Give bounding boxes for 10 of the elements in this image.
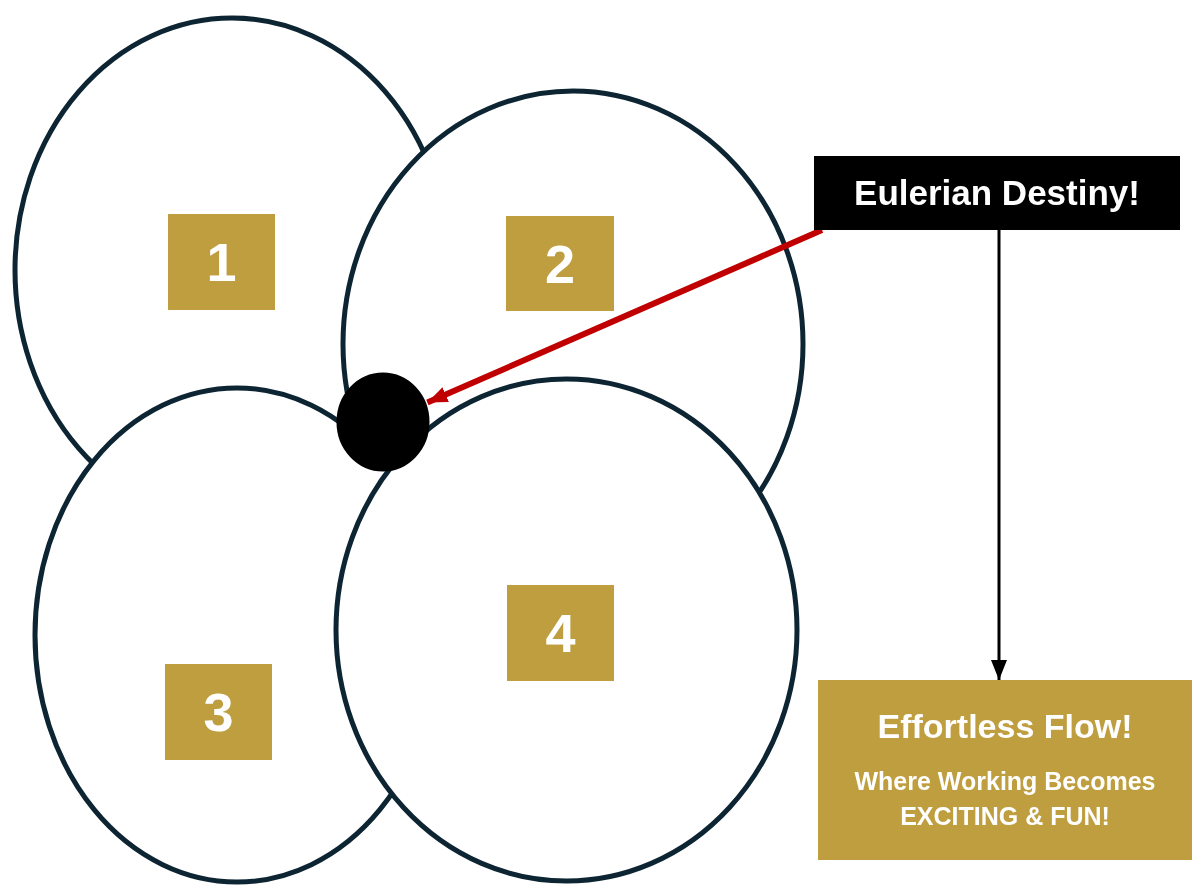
title-box: Eulerian Destiny! <box>814 156 1180 230</box>
number-label: 3 <box>165 664 272 760</box>
highlight-box <box>818 680 1192 860</box>
arrow <box>426 227 824 406</box>
number-label: 2 <box>506 216 614 311</box>
heading: Effortless Flow! <box>877 706 1133 746</box>
number-label: 1 <box>168 214 275 310</box>
arrow <box>991 230 1007 680</box>
subtext: Where Working Becomes EXCITING & FUN! <box>853 765 1157 832</box>
number-label: 4 <box>507 585 614 681</box>
